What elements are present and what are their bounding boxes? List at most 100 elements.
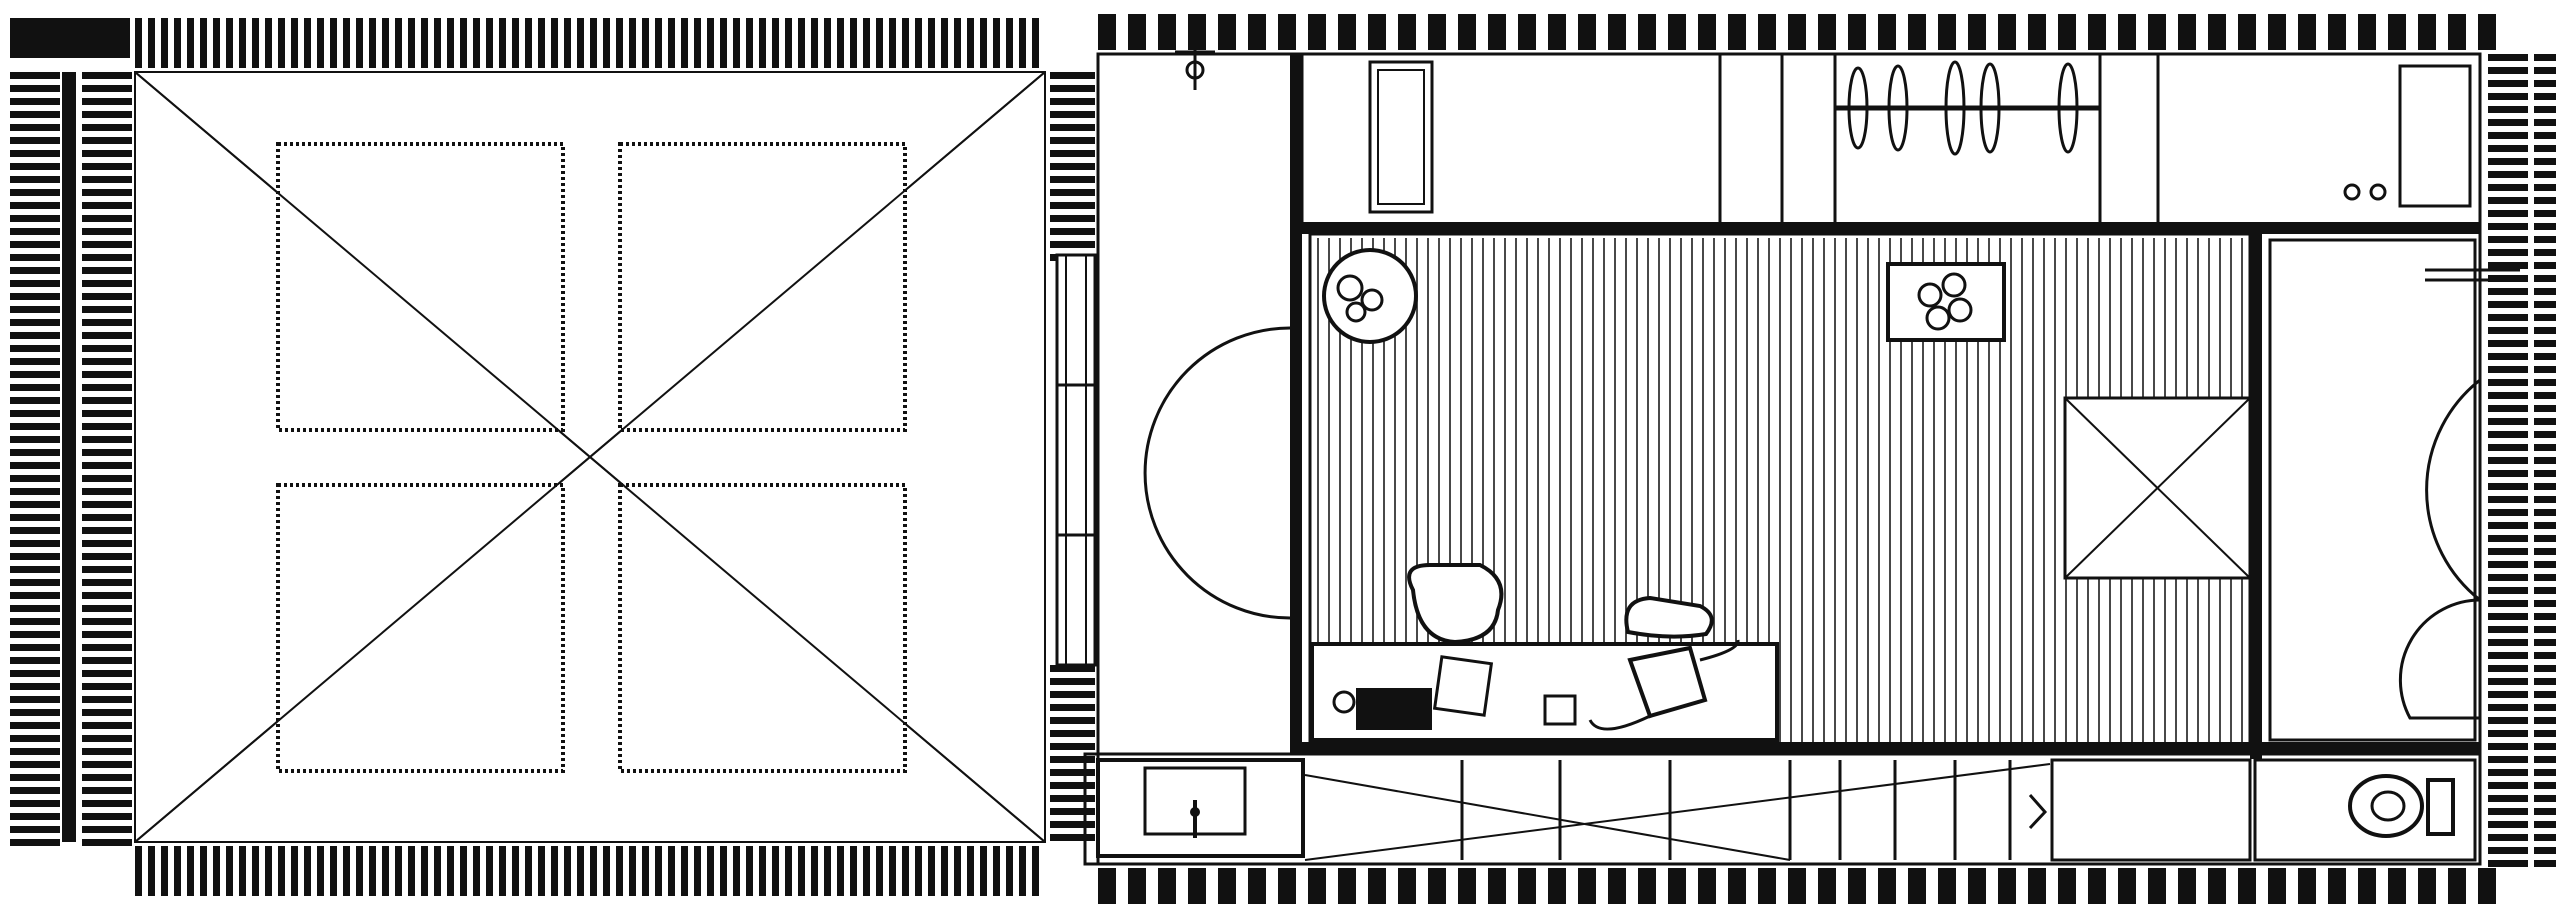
brick-stripe: [317, 18, 324, 68]
brick-stripe: [2534, 730, 2556, 737]
brick-stripe: [2488, 574, 2528, 581]
brick-stripe: [2488, 431, 2528, 438]
brick-stripe: [2488, 613, 2528, 620]
brick-stripe: [82, 514, 132, 521]
brick-stripe: [2534, 392, 2556, 399]
brick-stripe: [10, 527, 60, 534]
brick-stripe: [2488, 223, 2528, 230]
brick-block: [1518, 868, 1536, 904]
brick-stripe: [1050, 228, 1095, 235]
brick-stripe: [10, 436, 60, 443]
brick-stripe: [135, 18, 142, 68]
brick-stripe: [746, 846, 753, 896]
brick-stripe: [395, 846, 402, 896]
brick-stripe: [10, 813, 60, 820]
brick-stripe: [382, 846, 389, 896]
brick-stripe: [2534, 574, 2556, 581]
brick-block: [1098, 14, 1116, 50]
brick-stripe: [82, 215, 132, 222]
brick-stripe: [82, 293, 132, 300]
brick-stripe: [2534, 418, 2556, 425]
brick-stripe: [2488, 756, 2528, 763]
brick-stripe: [408, 846, 415, 896]
brick-stripe: [2488, 665, 2528, 672]
brick-block: [1788, 14, 1806, 50]
brick-stripe: [2488, 808, 2528, 815]
brick-stripe: [2488, 457, 2528, 464]
brick-stripe: [82, 605, 132, 612]
brick-stripe: [82, 722, 132, 729]
brick-stripe: [2488, 626, 2528, 633]
brick-stripe: [265, 846, 272, 896]
brick-stripe: [2488, 132, 2528, 139]
brick-stripe: [356, 18, 363, 68]
brick-stripe: [928, 18, 935, 68]
brick-stripe: [82, 683, 132, 690]
brick-stripe: [2534, 678, 2556, 685]
brick-stripe: [10, 514, 60, 521]
brick-stripe: [720, 18, 727, 68]
brick-stripe: [10, 280, 60, 287]
brick-stripe: [850, 18, 857, 68]
brick-block: [2298, 14, 2316, 50]
brick-stripe: [2488, 93, 2528, 100]
brick-stripe: [82, 332, 132, 339]
brick-stripe: [2534, 405, 2556, 412]
brick-stripe: [2534, 171, 2556, 178]
brick-stripe: [10, 189, 60, 196]
brick-stripe: [603, 846, 610, 896]
brick-block: [1458, 14, 1476, 50]
brick-stripe: [10, 345, 60, 352]
brick-block: [2208, 14, 2226, 50]
brick-stripe: [10, 423, 60, 430]
brick-block: [1158, 14, 1176, 50]
courtyard-panel: [618, 142, 907, 432]
brick-stripe: [2488, 444, 2528, 451]
brick-stripe: [291, 18, 298, 68]
brick-block: [2058, 868, 2076, 904]
brick-stripe: [655, 18, 662, 68]
brick-stripe: [82, 85, 132, 92]
chair-icon: [1407, 563, 1504, 645]
brick-stripe: [2488, 353, 2528, 360]
brick-stripe: [2534, 782, 2556, 789]
brick-block: [1848, 14, 1866, 50]
brick-block: [1938, 868, 1956, 904]
brick-stripe: [10, 839, 60, 846]
brick-stripe: [369, 846, 376, 896]
brick-block: [1638, 868, 1656, 904]
brick-block: [2148, 14, 2166, 50]
brick-stripe: [82, 696, 132, 703]
brick-block: [2118, 14, 2136, 50]
brick-stripe: [551, 18, 558, 68]
brick-stripe: [863, 846, 870, 896]
brick-stripe: [2488, 509, 2528, 516]
brick-stripe: [785, 846, 792, 896]
brick-stripe: [82, 202, 132, 209]
brick-block: [1158, 868, 1176, 904]
brick-stripe: [82, 774, 132, 781]
brick-stripe: [82, 839, 132, 846]
brick-block: [1458, 868, 1476, 904]
brick-block: [1338, 14, 1356, 50]
brick-stripe: [213, 846, 220, 896]
brick-stripe: [82, 189, 132, 196]
brick-stripe: [2488, 821, 2528, 828]
brick-stripe: [564, 846, 571, 896]
brick-block: [2178, 868, 2196, 904]
brick-stripe: [82, 254, 132, 261]
brick-stripe: [174, 18, 181, 68]
skylight-cross-icon: [2063, 396, 2252, 580]
brick-stripe: [525, 18, 532, 68]
brick-stripe: [10, 488, 60, 495]
brick-stripe: [655, 846, 662, 896]
brick-stripe: [551, 846, 558, 896]
brick-stripe: [343, 846, 350, 896]
brick-stripe: [82, 709, 132, 716]
brick-stripe: [837, 846, 844, 896]
brick-stripe: [200, 18, 207, 68]
brick-block: [2088, 14, 2106, 50]
brick-stripe: [10, 748, 60, 755]
brick-stripe: [2534, 847, 2556, 854]
brick-block: [1488, 14, 1506, 50]
